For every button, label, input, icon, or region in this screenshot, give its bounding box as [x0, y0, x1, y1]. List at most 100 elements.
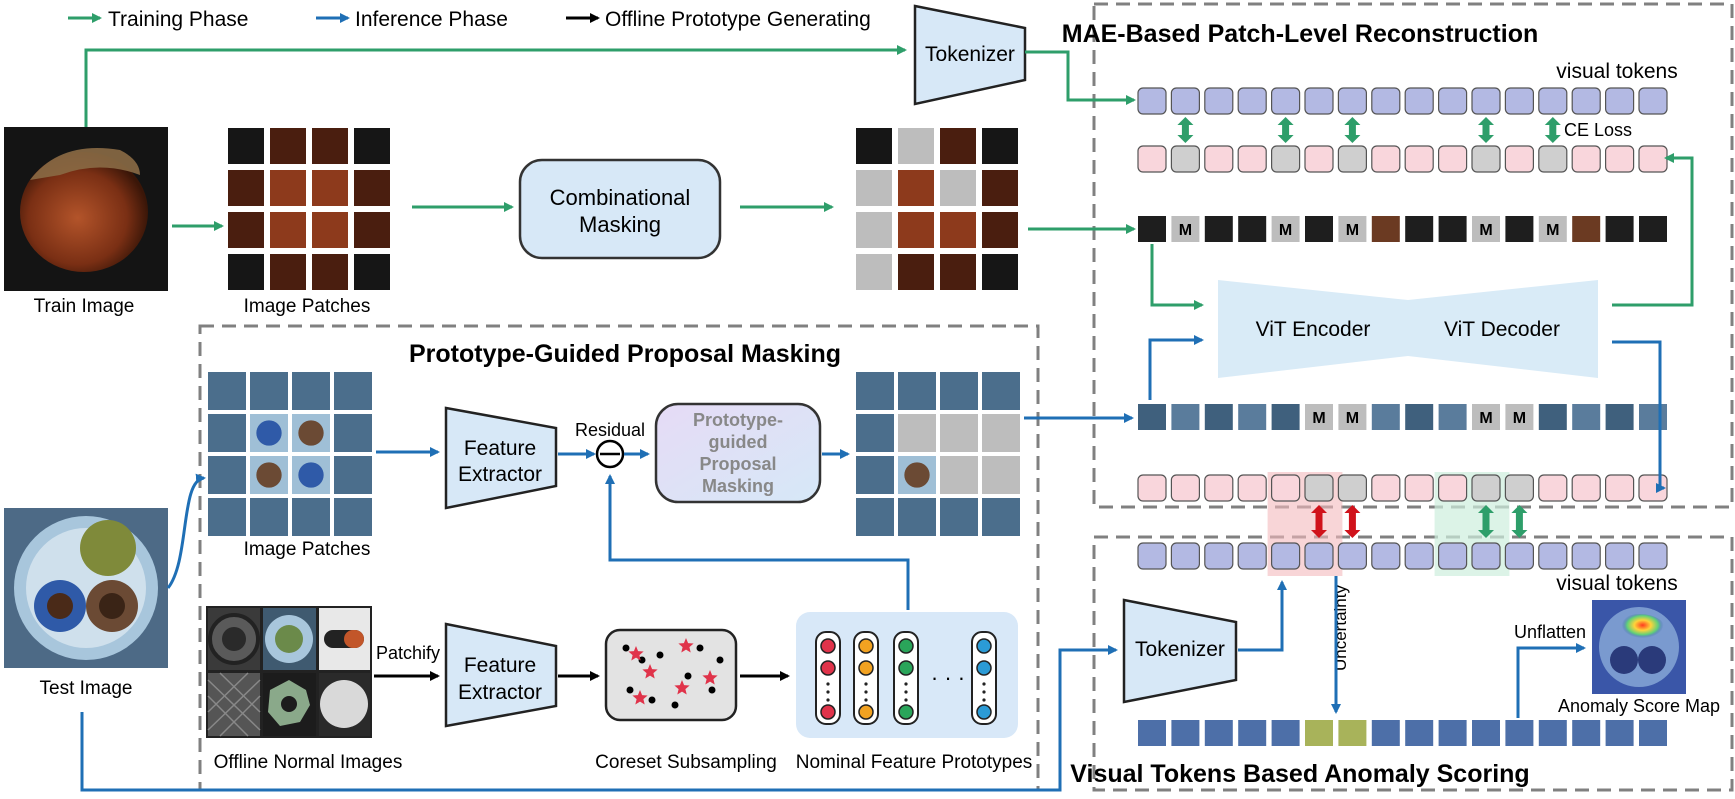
masked-top-patch	[856, 212, 892, 248]
masked-input-top-row-token	[1371, 216, 1400, 242]
coreset-prototype-star	[642, 664, 658, 679]
masked-input-top-row-token	[1338, 216, 1367, 242]
reconstructed-tokens-top-row-token	[1437, 145, 1468, 173]
proto-line3: Proposal	[699, 454, 776, 474]
ce-loss-arrow-head-up	[1344, 117, 1361, 125]
unflatten-label: Unflatten	[1514, 622, 1586, 642]
tokenizer-bottom-label: Tokenizer	[1135, 638, 1225, 661]
anomaly-token-row-token	[1271, 720, 1300, 746]
masked-top-patch	[856, 128, 892, 164]
test-patch	[208, 414, 246, 452]
visual-tokens-top-row-token	[1337, 87, 1368, 115]
reconstructed-tokens-test-row-token	[1270, 474, 1301, 502]
ce-loss-arrow	[1177, 117, 1194, 143]
prototype-dot	[898, 704, 914, 720]
mask-token-label: M	[1479, 222, 1492, 239]
top-patch	[228, 170, 264, 206]
visual-tokens-top-row-token	[1371, 87, 1401, 115]
prototype-dot	[898, 638, 914, 654]
image-patches-top	[228, 128, 390, 290]
masked-input-top-row-token	[1271, 216, 1300, 242]
ce-loss-arrow-head-down	[1344, 135, 1361, 143]
masked-input-test-row-token	[1505, 404, 1534, 430]
arrow-decoder-to-reconstruction-test	[1612, 340, 1666, 493]
reconstructed-tokens-test-row-token	[1538, 474, 1568, 502]
test-patch-content	[298, 462, 324, 488]
coreset-feature-point	[671, 701, 679, 709]
combinational-masking-box	[518, 158, 722, 260]
arrow-tokens-to-encoder-test	[1148, 335, 1204, 400]
top-patch	[270, 212, 306, 248]
reconstructed-tokens-test-row-token	[1404, 474, 1434, 502]
coreset-box	[604, 628, 738, 722]
masked-test-patch	[856, 456, 894, 494]
coreset-feature-point	[684, 672, 692, 680]
masked-test-patch	[898, 498, 936, 536]
reconstructed-tokens-top-row-token	[1404, 145, 1434, 173]
visual-tokens-bottom-label: visual tokens	[1556, 572, 1677, 595]
prototype-ellipsis-dot	[982, 682, 986, 686]
top-patch	[228, 128, 264, 164]
masked-input-test-row-token	[1538, 404, 1567, 430]
top-patch	[354, 128, 390, 164]
anomaly-token-row-token	[1605, 720, 1634, 746]
visual-tokens-top-row-token	[1604, 87, 1635, 115]
masked-test-patch	[982, 414, 1020, 452]
prototype-ellipsis-dot	[904, 682, 908, 686]
test-image	[4, 508, 168, 668]
vtas-box	[1092, 535, 1734, 792]
masked-top-patch	[898, 128, 934, 164]
prototype-dot	[976, 638, 992, 654]
anomaly-token-row-token	[1472, 720, 1500, 746]
masked-top-patch	[982, 170, 1018, 206]
visual-tokens-top-row-token	[1437, 87, 1468, 115]
vit-decoder	[1408, 280, 1598, 378]
legend: Training Phase Inference Phase Offline P…	[68, 8, 871, 31]
masked-input-top-row-token	[1538, 216, 1567, 242]
masked-test-patch	[898, 372, 936, 410]
reconstructed-tokens-top-row-token	[1170, 145, 1201, 173]
reconstructed-tokens-top-row-token	[1237, 145, 1267, 173]
mask-token-label: M	[1279, 222, 1292, 239]
visual-tokens-bottom-row-token	[1371, 542, 1401, 570]
reconstructed-tokens-test-row-token	[1471, 474, 1501, 502]
visual-tokens-top-row-token	[1638, 87, 1668, 115]
test-image-label: Test Image	[40, 678, 133, 699]
normal-double-arrow-head-down	[1478, 530, 1494, 538]
proto-line1: Prototype-	[693, 410, 783, 430]
normal-double-arrow-head-up	[1511, 505, 1528, 513]
visual-tokens-top-row-token	[1538, 87, 1568, 115]
reconstructed-tokens-top-row-token	[1304, 145, 1334, 173]
reconstructed-tokens-top-row-token	[1204, 145, 1234, 173]
test-patch	[292, 498, 330, 536]
reconstructed-tokens-top-row	[1137, 145, 1668, 173]
visual-tokens-top-row-token	[1270, 87, 1301, 115]
masked-test-patch	[982, 456, 1020, 494]
masked-test-patch	[940, 414, 978, 452]
anomaly-token-row-token	[1138, 720, 1166, 746]
anomaly-double-arrow	[1311, 505, 1327, 538]
prototype-ellipsis-dot	[982, 690, 986, 694]
visual-tokens-bottom-row-token	[1304, 542, 1334, 570]
coreset-feature-point	[716, 656, 724, 664]
mae-title: MAE-Based Patch-Level Reconstruction	[1062, 20, 1539, 48]
legend-training-label: Training Phase	[108, 8, 248, 31]
ce-loss-arrow	[1544, 117, 1561, 143]
visual-tokens-top-row-token	[1137, 87, 1167, 115]
anomaly-score-map	[1592, 600, 1686, 694]
tokenizer-top	[913, 4, 1027, 106]
prototype-columns	[815, 631, 997, 725]
mask-token-label: M	[1346, 410, 1359, 427]
arrow-train-to-tokenizer	[84, 45, 907, 127]
visual-tokens-top-row-token	[1237, 87, 1267, 115]
prototype-ellipsis-dot	[826, 698, 830, 702]
uncertainty-label: Uncertainty	[1331, 585, 1350, 671]
masked-input-test-row-token	[1472, 404, 1500, 430]
visual-tokens-bottom-row-token	[1504, 542, 1535, 570]
top-patch	[228, 212, 264, 248]
masked-input-top-row-token	[1171, 216, 1200, 242]
ce-loss-arrow	[1478, 117, 1494, 143]
test-patch	[208, 498, 246, 536]
